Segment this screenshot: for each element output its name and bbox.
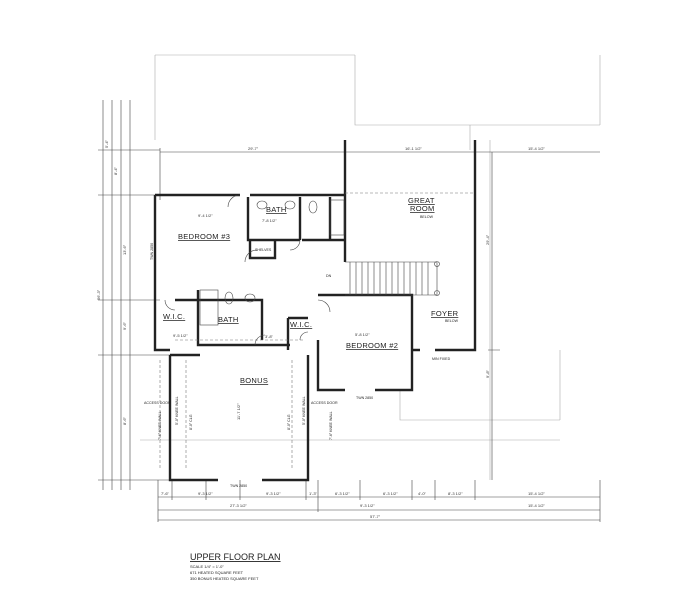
knee-wall-inner-right: 5'-0" KNEE WALL bbox=[302, 396, 306, 425]
bottom-dimension-lines bbox=[157, 480, 601, 522]
staircase bbox=[345, 261, 440, 296]
dim-top-0: 29'-7" bbox=[248, 146, 259, 151]
dim-left-3: 9'-6" bbox=[122, 321, 127, 330]
background-lines bbox=[140, 54, 601, 480]
dim-bottom-2: 9'-3 1/2" bbox=[266, 491, 281, 496]
dim-bottom-5: 6'-3 1/2" bbox=[383, 491, 398, 496]
shelves-label: SHELVES bbox=[255, 248, 272, 252]
fixtures bbox=[199, 199, 345, 326]
dim-bottom-7: 8'-3 1/2" bbox=[448, 491, 463, 496]
dim-left-overall: 56'-3" bbox=[96, 289, 101, 300]
knee-wall-right: 7'-6" KNEE WALL bbox=[329, 411, 333, 440]
bath-upper-label: BATH bbox=[266, 205, 287, 214]
plan-scale: SCALE 1/4" = 1'-0" bbox=[190, 564, 224, 569]
dim-left-2: 13'-6" bbox=[122, 244, 127, 255]
dashed-lines bbox=[159, 192, 475, 470]
dim-bottom-0: 7'-6" bbox=[161, 491, 170, 496]
dim-left-4: 8'-6" bbox=[122, 416, 127, 425]
dim-int-2: 5'-8 1/2" bbox=[355, 332, 370, 337]
dim-int-0: 9'-4 1/2" bbox=[198, 213, 213, 218]
window-foyer: MIN FIXED bbox=[432, 357, 451, 361]
knee-wall-inner-left: 5'-0" KNEE WALL bbox=[175, 396, 179, 425]
wic-right-label: W.I.C. bbox=[290, 320, 312, 329]
dim-top-2: 15'-4 1/2" bbox=[528, 146, 545, 151]
access-door-right: ACCESS DOOR bbox=[311, 401, 338, 405]
window-bed3: TWN 2850 bbox=[150, 243, 154, 260]
door-swings bbox=[164, 194, 331, 346]
dim-bottom-4: 6'-3 1/2" bbox=[335, 491, 350, 496]
wic-left-label: W.I.C. bbox=[163, 312, 185, 321]
dim-int-5: 3'-8" bbox=[265, 334, 274, 339]
plan-heated: 671 HEATED SQUARE FEET bbox=[190, 570, 244, 575]
bonus-label: BONUS bbox=[240, 376, 268, 385]
bath-lower-label: BATH bbox=[218, 315, 239, 324]
foyer-below: BELOW bbox=[445, 319, 459, 323]
dim-int-4: 9'-5 1/2" bbox=[173, 333, 188, 338]
dim-bottom-3: 1'-3" bbox=[309, 491, 318, 496]
dim-overall: 57'-7" bbox=[370, 514, 381, 519]
foyer-label: FOYER bbox=[431, 309, 459, 318]
window-bed2: TWN 2850 bbox=[356, 396, 373, 400]
dim-int-3: 11'-7 1/2" bbox=[236, 403, 241, 420]
clg-right: 8'-0" CLG bbox=[287, 414, 291, 430]
great-room-label-1: GREAT bbox=[408, 196, 435, 205]
dim-left-1: 8'-4" bbox=[113, 166, 118, 175]
dim-top-1: 16'-1 1/2" bbox=[405, 146, 422, 151]
dim-bottom2-2: 15'-4 1/2" bbox=[528, 503, 545, 508]
window-bonus: TWN 2850 bbox=[230, 484, 247, 488]
dim-bottom-6: 4'-0" bbox=[418, 491, 427, 496]
clg-left: 8'-0" CLG bbox=[189, 414, 193, 430]
dim-left-0: 5'-4" bbox=[104, 139, 109, 148]
stair-dn-label: DN bbox=[326, 274, 332, 278]
dim-bottom2-0: 27'-3 1/2" bbox=[230, 503, 247, 508]
plan-title: UPPER FLOOR PLAN bbox=[190, 552, 281, 562]
dim-bottom2-1: 9'-3 1/2" bbox=[360, 503, 375, 508]
dim-int-1: 7'-8 1/2" bbox=[262, 218, 277, 223]
plan-bonus-heated: 350 BONUS HEATED SQUARE FEET bbox=[190, 576, 259, 581]
top-dimension-line bbox=[159, 148, 600, 350]
dim-right-0: 29'-4" bbox=[485, 234, 490, 245]
dim-bottom-8: 15'-4 1/2" bbox=[528, 491, 545, 496]
bedroom3-label: BEDROOM #3 bbox=[178, 232, 230, 241]
dim-bottom-1: 9'-3 1/2" bbox=[198, 491, 213, 496]
bedroom2-label: BEDROOM #2 bbox=[346, 341, 398, 350]
dim-right-1: 9'-8" bbox=[485, 369, 490, 378]
access-door-left: ACCESS DOOR bbox=[144, 401, 171, 405]
great-room-label-2: ROOM bbox=[410, 204, 435, 213]
left-dimension-lines bbox=[98, 100, 175, 490]
knee-wall-left: 7'-6" KNEE WALL bbox=[158, 411, 162, 440]
walls bbox=[153, 140, 477, 482]
great-room-below: BELOW bbox=[420, 215, 434, 219]
right-dimension-line bbox=[488, 152, 500, 480]
